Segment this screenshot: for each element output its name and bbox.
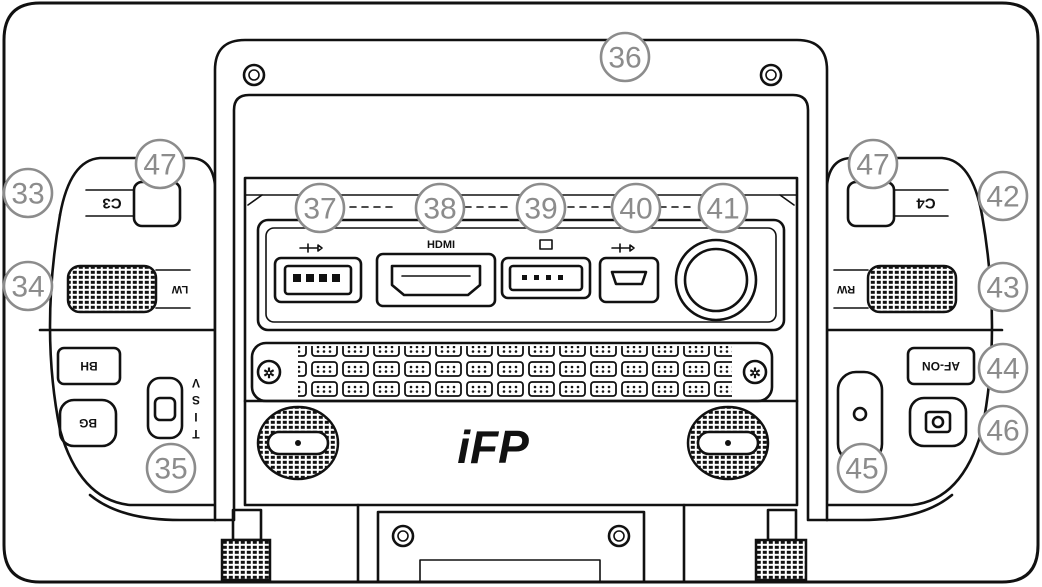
thumb-screw-left — [256, 405, 340, 481]
svg-text:41: 41 — [706, 193, 739, 226]
callout-47-right: 47 — [847, 138, 899, 190]
svg-text:33: 33 — [11, 178, 44, 211]
svg-text:47: 47 — [856, 149, 889, 182]
svg-text:40: 40 — [619, 193, 652, 226]
c4-button[interactable]: C4 — [846, 180, 949, 228]
af-on-button[interactable]: AF-ON — [906, 346, 976, 386]
callout-42: 42 — [977, 170, 1029, 222]
callout-36: 36 — [599, 31, 651, 83]
callout-40: 40 — [610, 182, 662, 234]
svg-text:34: 34 — [11, 271, 44, 304]
svg-text:✲: ✲ — [749, 365, 761, 381]
callout-37: 37 — [294, 182, 346, 234]
callout-34: 34 — [2, 260, 54, 312]
svg-text:47: 47 — [143, 149, 176, 182]
hdmi-port: HDMI — [375, 239, 497, 308]
switch-pos-s: S — [192, 393, 200, 407]
right-foot — [754, 508, 808, 582]
aux-port — [500, 239, 592, 300]
central-module: ✲ ✲ — [243, 176, 799, 507]
thumb-screw-right — [686, 405, 770, 481]
callout-35: 35 — [145, 442, 197, 494]
bottom-bracket — [356, 503, 686, 584]
svg-text:44: 44 — [986, 353, 1019, 386]
c4-label: C4 — [916, 195, 936, 212]
bg-button[interactable]: BG — [58, 398, 118, 448]
c3-button[interactable]: C3 — [85, 180, 182, 228]
switch-pos-i: I — [194, 410, 197, 424]
mode-switch[interactable]: V S I T — [146, 376, 200, 441]
svg-text:36: 36 — [608, 42, 641, 75]
lw-label: LW — [171, 283, 188, 295]
af-on-label: AF-ON — [922, 359, 960, 373]
callout-45: 45 — [836, 442, 888, 494]
svg-text:42: 42 — [986, 181, 1019, 214]
callout-47-left: 47 — [134, 138, 186, 190]
svg-text:46: 46 — [986, 415, 1019, 448]
c3-label: C3 — [102, 195, 121, 212]
right-wheel[interactable]: RW — [833, 264, 958, 314]
svg-text:45: 45 — [845, 453, 878, 486]
rw-label: RW — [836, 283, 855, 295]
callout-44: 44 — [977, 342, 1029, 394]
svg-text:✲: ✲ — [263, 365, 275, 381]
left-foot — [220, 508, 272, 582]
svg-text:35: 35 — [154, 453, 187, 486]
svg-text:38: 38 — [423, 193, 456, 226]
svg-text:37: 37 — [303, 193, 336, 226]
hdmi-port-label: HDMI — [427, 239, 455, 251]
bh-label: BH — [80, 359, 97, 373]
carry-handle — [213, 38, 829, 522]
svg-text:39: 39 — [524, 193, 557, 226]
bh-button[interactable]: BH — [56, 346, 122, 386]
left-wheel[interactable]: LW — [66, 264, 191, 314]
switch-pos-t: T — [192, 427, 200, 441]
usb-a-port — [273, 243, 363, 304]
brand-logo: iFP — [457, 421, 529, 473]
record-button[interactable] — [908, 396, 968, 448]
micro-usb-port — [598, 243, 660, 304]
bg-label: BG — [79, 416, 97, 430]
callout-41: 41 — [697, 182, 749, 234]
switch-pos-v: V — [192, 376, 200, 390]
callout-39: 39 — [515, 182, 567, 234]
callout-33: 33 — [2, 167, 54, 219]
callout-38: 38 — [414, 182, 466, 234]
svg-text:43: 43 — [986, 272, 1019, 305]
callout-43: 43 — [977, 261, 1029, 313]
callout-46: 46 — [977, 404, 1029, 456]
dial-knob — [674, 238, 758, 322]
